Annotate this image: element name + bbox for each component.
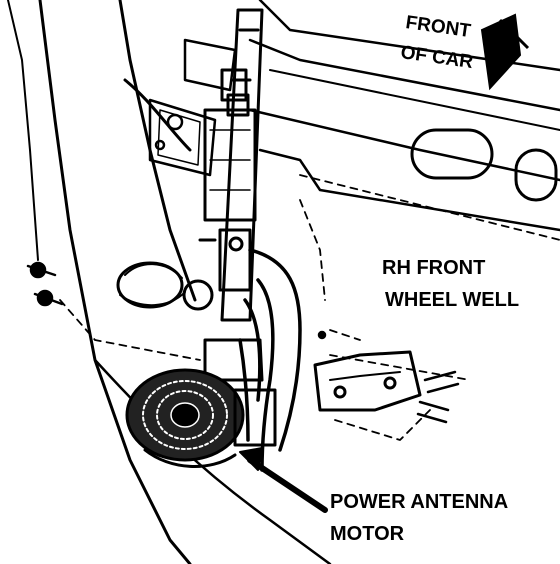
antenna-mast	[198, 8, 264, 382]
wheel-well-label-line2: WHEEL WELL	[385, 289, 519, 311]
motor-label-line1: POWER ANTENNA	[330, 491, 508, 513]
antenna-motor	[125, 368, 277, 468]
motor-leader	[239, 447, 328, 513]
motor-bracket	[313, 350, 422, 412]
front-of-car-label-line2: OF CAR	[399, 42, 474, 73]
front-arrow-icon	[480, 13, 530, 91]
drain-grommet	[116, 261, 214, 311]
reference-lines	[59, 174, 560, 441]
cable-harness	[238, 248, 302, 472]
mounting-bolts	[26, 261, 460, 424]
front-of-car-label-line1: FRONT	[404, 12, 472, 42]
body-slot	[410, 128, 558, 202]
wheel-well-label-line1: RH FRONT	[382, 257, 485, 279]
motor-label-line2: MOTOR	[330, 523, 405, 545]
body-brackets	[148, 0, 560, 232]
